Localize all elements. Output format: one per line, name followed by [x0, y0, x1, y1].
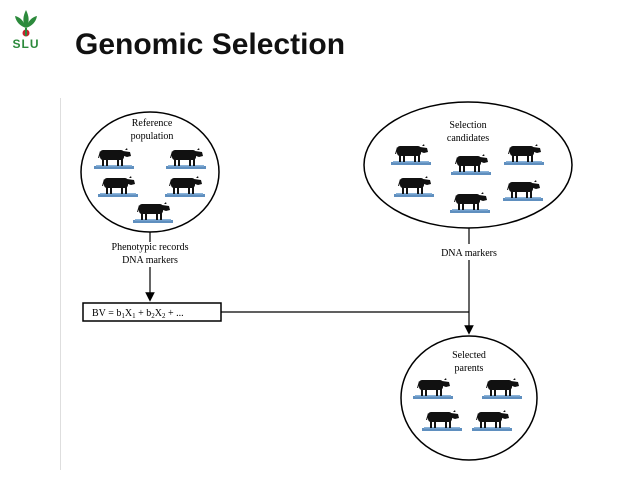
cattle-icon [165, 176, 205, 197]
selected-label-line2: parents [455, 363, 484, 374]
cattle-icon [472, 410, 512, 431]
cattle-icon [504, 144, 544, 165]
reference-label-line2: population [131, 131, 174, 142]
cattle-icon [450, 192, 490, 213]
selected-parents-ellipse [400, 335, 538, 461]
cattle-icon [451, 154, 491, 175]
candidates-label-line1: Selection [449, 120, 486, 131]
logo-text: SLU [12, 37, 40, 51]
cattle-icon [422, 410, 462, 431]
selected-label-line1: Selected [452, 350, 486, 361]
cattle-icon [391, 144, 431, 165]
cattle-icon [413, 378, 453, 399]
cattle-icon [503, 180, 543, 201]
slu-logo-emblem-icon [15, 10, 37, 37]
cattle-icon [133, 202, 173, 223]
cattle-icon [166, 148, 206, 169]
cattle-icon [94, 148, 134, 169]
cattle-icon [482, 378, 522, 399]
phenotype-label-line1: Phenotypic records [112, 242, 189, 253]
dna-markers-label: DNA markers [441, 248, 497, 259]
cattle-icon [394, 176, 434, 197]
selection-candidates-group: Selection candidates [363, 101, 573, 229]
selected-parents-group: Selected parents [400, 335, 538, 461]
reference-population-group: Reference population [80, 111, 220, 233]
slu-logo [6, 6, 46, 58]
candidates-label-line2: candidates [447, 133, 489, 144]
page-title: Genomic Selection [75, 28, 346, 61]
reference-label-line1: Reference [132, 118, 173, 129]
phenotype-label-line2: DNA markers [122, 255, 178, 266]
breeding-value-equation: BV = b1X1 + b2X2 + ... [92, 308, 184, 320]
cattle-icon [98, 176, 138, 197]
selection-candidates-ellipse [363, 101, 573, 229]
vertical-divider [60, 98, 61, 470]
